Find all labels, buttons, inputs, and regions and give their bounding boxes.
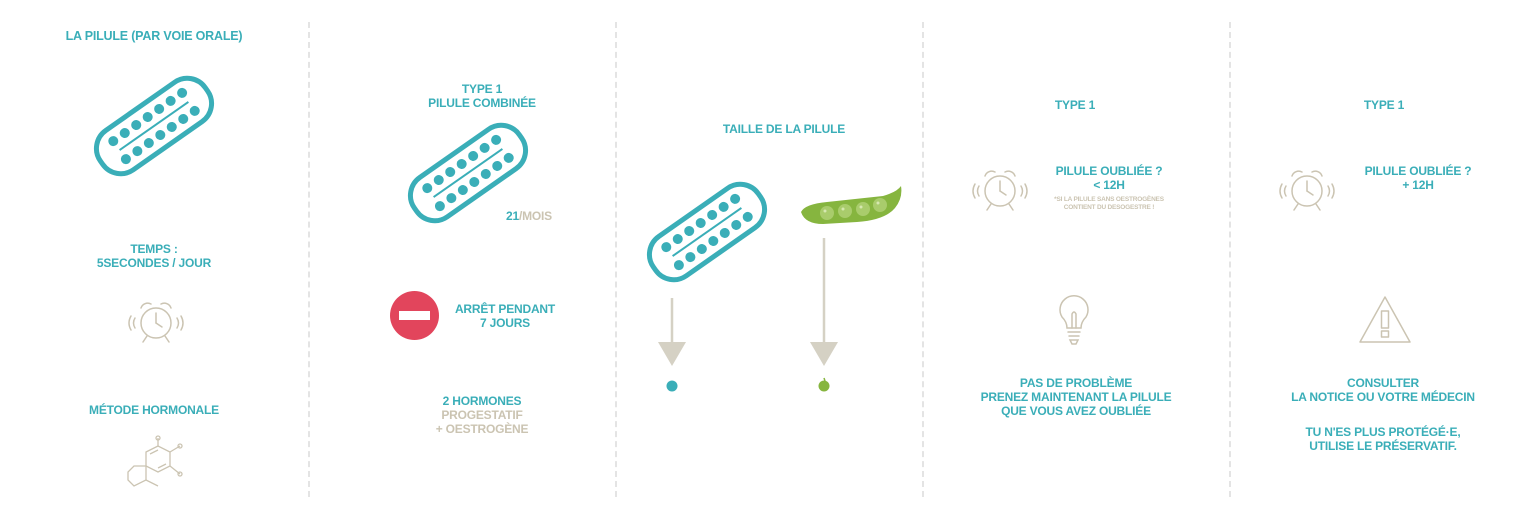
column-type1-combined: TYPE 1 PILULE COMBINÉE 21/MOIS ARRÊT PEN… bbox=[310, 0, 615, 518]
type-label: TYPE 1 bbox=[1363, 98, 1405, 112]
molecule-icon bbox=[126, 435, 186, 494]
footnote-line-2: CONTIENT DU DESOGESTRE ! bbox=[1063, 204, 1155, 211]
warning-icon bbox=[1357, 294, 1413, 346]
footnote-line-1: *SI LA PILULE SANS OESTROGÈNES bbox=[1054, 196, 1164, 203]
hormone-progestatif: PROGESTATIF bbox=[441, 408, 523, 422]
stop-line-1: ARRÊT PENDANT bbox=[454, 302, 556, 316]
time-label: TEMPS : bbox=[130, 242, 178, 256]
advice-line-3: QUE VOUS AVEZ OUBLIÉE bbox=[1001, 404, 1151, 418]
column-pill-overview: LA PILULE (PAR VOIE ORALE) TEMPS : 5SECO… bbox=[0, 0, 308, 518]
column-forgot-less-12h: TYPE 1 PILULE OUBLIÉE ? < 12H *SI LA PIL… bbox=[924, 0, 1229, 518]
method-label: MÉTODE HORMONALE bbox=[89, 403, 219, 417]
pill-count-unit: /MOIS bbox=[518, 209, 552, 223]
pill-pack-icon bbox=[637, 174, 777, 294]
stop-line-2: 7 JOURS bbox=[480, 316, 530, 330]
advice-line-2: PRENEZ MAINTENANT LA PILULE bbox=[980, 390, 1172, 404]
advice-line-2: LA NOTICE OU VOTRE MÉDECIN bbox=[1291, 390, 1475, 404]
type-label: TYPE 1 bbox=[461, 82, 503, 96]
advice-line-1: CONSULTER bbox=[1347, 376, 1419, 390]
section-title: LA PILULE (PAR VOIE ORALE) bbox=[65, 29, 243, 43]
section-title: TAILLE DE LA PILULE bbox=[722, 122, 846, 136]
column-divider bbox=[922, 22, 924, 497]
warning-line-2: UTILISE LE PRÉSERVATIF. bbox=[1309, 439, 1457, 453]
no-entry-icon bbox=[390, 291, 439, 340]
time-value: 5SECONDES / JOUR bbox=[96, 256, 212, 270]
alarm-clock-icon bbox=[972, 164, 1028, 214]
warning-line-1: TU N'ES PLUS PROTÉGÉ·E, bbox=[1305, 425, 1461, 439]
alarm-clock-icon bbox=[1279, 164, 1335, 214]
forgot-question: PILULE OUBLIÉE ? bbox=[1364, 164, 1472, 178]
alarm-clock-icon bbox=[128, 296, 184, 346]
column-forgot-more-12h: TYPE 1 PILULE OUBLIÉE ? + 12H bbox=[1231, 0, 1536, 518]
forgot-question: PILULE OUBLIÉE ? bbox=[1055, 164, 1163, 178]
pill-pack-icon bbox=[398, 117, 538, 237]
pea-dot bbox=[818, 377, 830, 392]
pea-pod-icon bbox=[797, 184, 903, 230]
lightbulb-icon bbox=[1057, 292, 1091, 346]
pill-dot bbox=[666, 380, 678, 392]
pill-pack-icon bbox=[84, 66, 224, 186]
advice-line-1: PAS DE PROBLÈME bbox=[1019, 376, 1133, 390]
column-divider bbox=[308, 22, 310, 497]
pill-count-number: 21 bbox=[506, 209, 519, 223]
hormones-title: 2 HORMONES bbox=[442, 394, 522, 408]
hormone-oestrogene: + OESTROGÈNE bbox=[435, 422, 529, 436]
forgot-time: < 12H bbox=[1093, 178, 1125, 192]
pill-subtitle: PILULE COMBINÉE bbox=[428, 96, 536, 110]
arrow-down-icon bbox=[657, 298, 687, 368]
type-label: TYPE 1 bbox=[1054, 98, 1096, 112]
pill-count: 21/MOIS bbox=[506, 209, 552, 223]
forgot-time: + 12H bbox=[1402, 178, 1434, 192]
column-divider bbox=[615, 22, 617, 497]
column-divider bbox=[1229, 22, 1231, 497]
arrow-down-icon bbox=[809, 238, 839, 368]
column-pill-size: TAILLE DE LA PILULE bbox=[617, 0, 922, 518]
